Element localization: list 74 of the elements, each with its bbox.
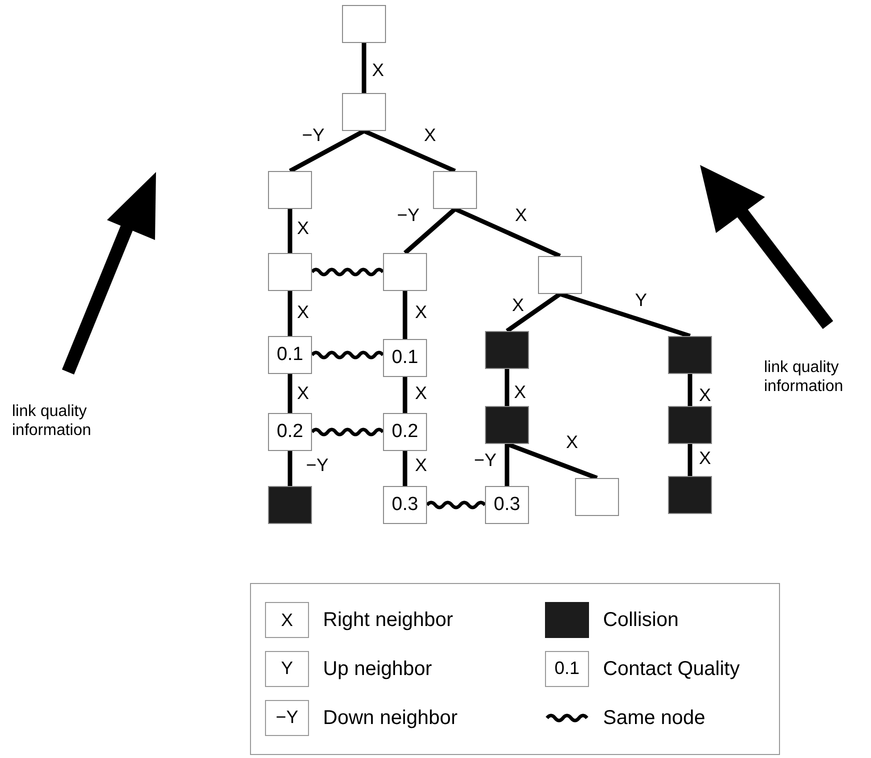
edge-label: X	[515, 206, 528, 224]
wavy-connector	[426, 500, 486, 510]
edge-label: −Y	[474, 451, 497, 469]
connector-line	[288, 374, 292, 413]
connector-line	[454, 206, 561, 258]
legend-label: Up neighbor	[323, 656, 432, 682]
edge-label: −Y	[302, 126, 325, 144]
edge-label: X	[297, 219, 310, 237]
legend-label: Contact Quality	[603, 656, 740, 682]
connector-line	[402, 451, 408, 486]
node-box	[433, 171, 477, 209]
edge-label: X	[566, 433, 578, 451]
edge-label: X	[297, 303, 310, 321]
connector-line	[288, 209, 292, 253]
connector-line	[688, 444, 692, 476]
collision-box	[668, 336, 712, 374]
connector-line	[504, 444, 510, 486]
legend-key: 0.1	[545, 650, 589, 687]
connector-line	[402, 291, 408, 339]
node-box: 0.1	[383, 339, 427, 377]
connector-line	[404, 207, 456, 255]
connector-line	[362, 43, 366, 93]
wavy-connector	[310, 428, 384, 436]
node-box	[575, 478, 619, 516]
connector-line	[288, 129, 366, 173]
node-box	[383, 253, 427, 291]
connector-line	[506, 292, 562, 333]
edge-label: X	[297, 384, 310, 402]
connector-line	[288, 291, 292, 336]
edge-label: −Y	[306, 456, 329, 474]
edge-label: X	[372, 61, 384, 79]
edge-label: X	[424, 126, 436, 144]
node-box: 0.3	[485, 486, 529, 524]
edge-label: X	[699, 386, 712, 404]
node-box: 0.1	[268, 336, 312, 374]
connector-line	[506, 442, 598, 480]
edge-label: X	[514, 383, 526, 401]
connector-line	[688, 374, 692, 406]
legend-key: Y	[265, 650, 309, 687]
node-box: 0.2	[383, 413, 427, 451]
node-box	[342, 93, 386, 131]
node-box: 0.2	[268, 413, 312, 451]
edge-label: X	[415, 456, 428, 474]
legend-label: Right neighbor	[323, 608, 454, 634]
connector-line	[559, 292, 691, 338]
legend-label: Down neighbor	[323, 706, 458, 731]
edge-label: −Y	[397, 206, 420, 224]
collision-box	[668, 476, 712, 514]
annotation-text: link quality information	[12, 402, 92, 440]
edge-label: X	[415, 384, 428, 402]
node-box	[268, 253, 312, 291]
node-box	[538, 256, 582, 294]
connector-line	[288, 451, 292, 486]
connector-line	[363, 128, 456, 174]
legend-key: X	[265, 602, 309, 638]
connector-line	[402, 377, 408, 413]
collision-box	[485, 406, 529, 444]
edge-label: X	[415, 303, 428, 321]
edge-label: X	[512, 296, 524, 314]
connector-line	[504, 369, 510, 406]
legend-key: −Y	[265, 700, 309, 736]
node-box: 0.3	[383, 486, 427, 524]
edge-label: Y	[635, 291, 648, 309]
legend-label: Collision	[603, 608, 679, 634]
node-box	[268, 171, 312, 209]
wavy-connector	[310, 268, 384, 276]
wavy-connector	[310, 350, 384, 360]
edge-label: X	[699, 449, 712, 467]
node-box	[342, 5, 386, 43]
collision-box	[485, 331, 529, 369]
collision-box	[268, 486, 312, 524]
collision-box	[668, 406, 712, 444]
legend-label: Same node	[603, 706, 706, 731]
annotation-text: link quality information	[764, 358, 844, 396]
